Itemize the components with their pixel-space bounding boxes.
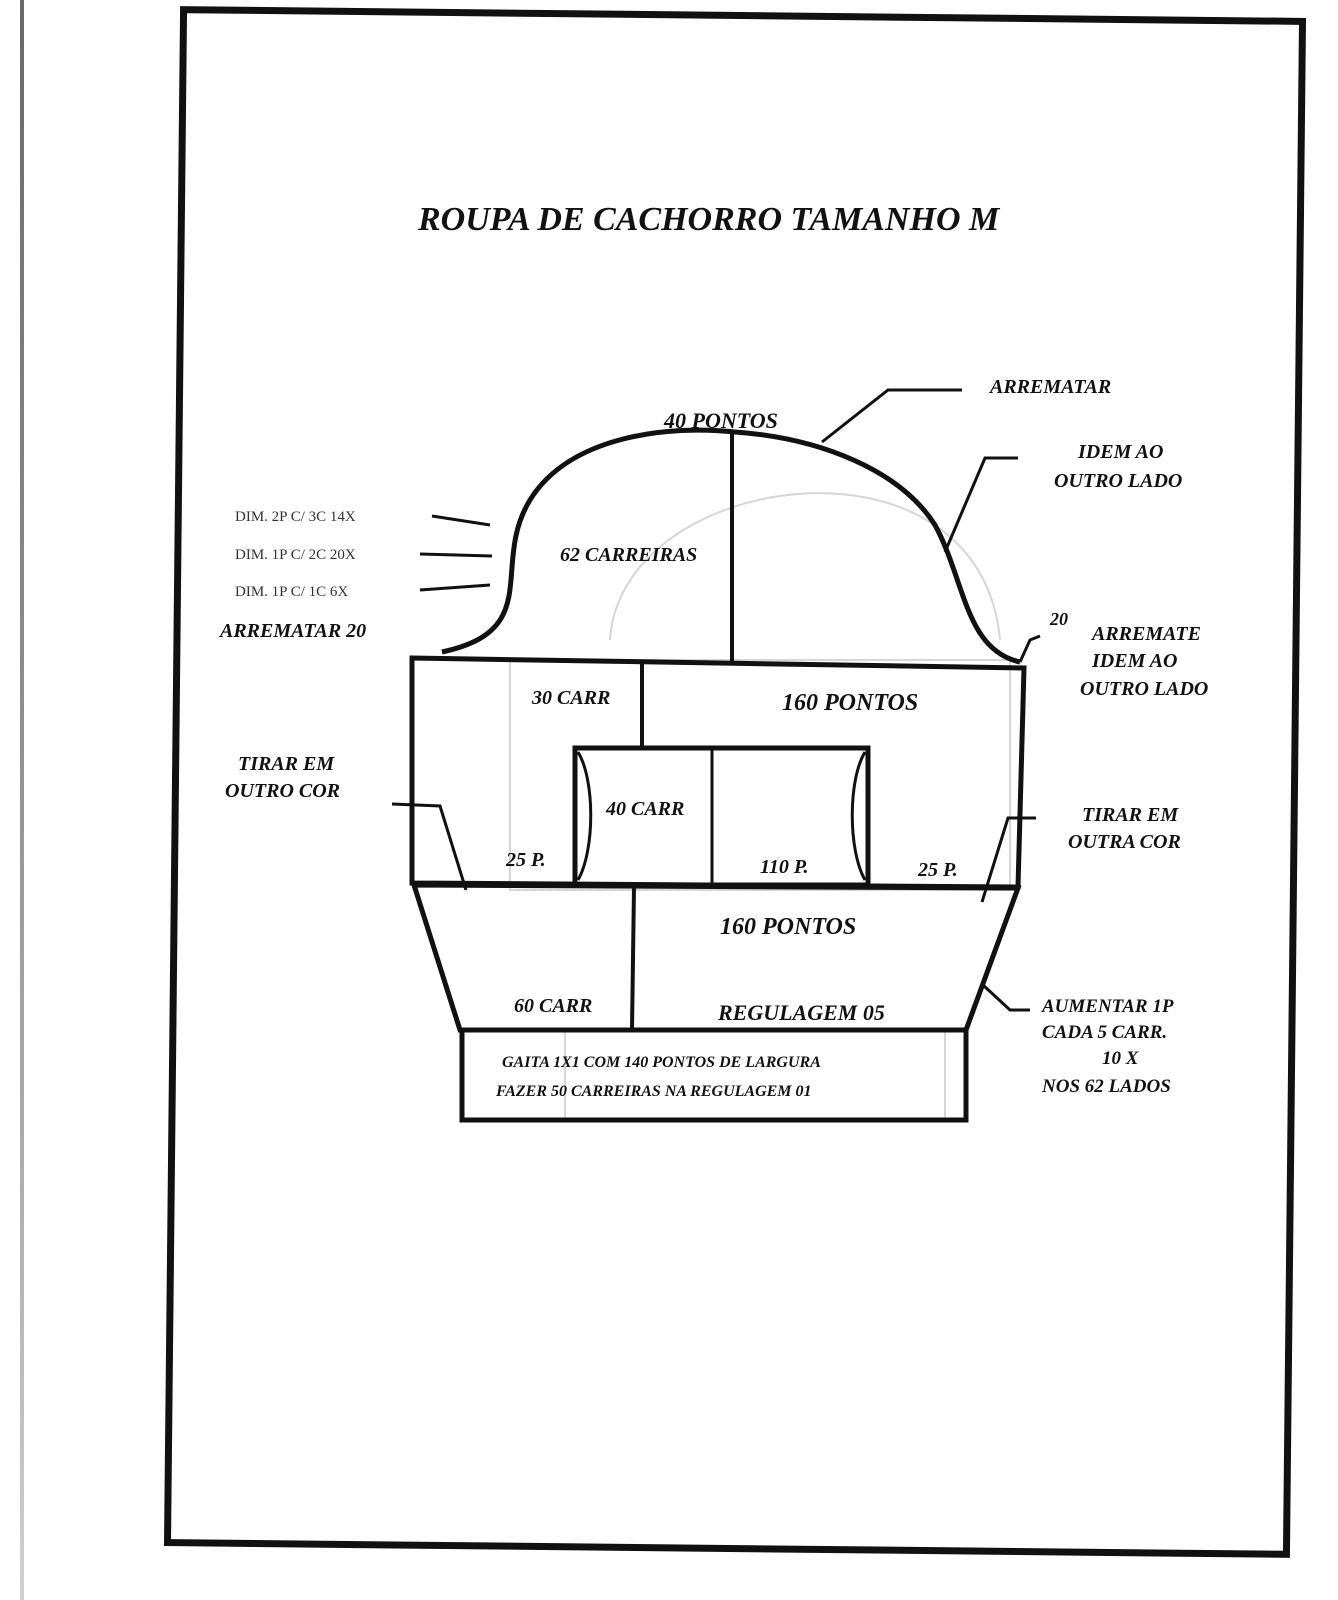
label-62-carreiras: 62 CARREIRAS [560,544,697,566]
bleed-through-ghost [509,492,1011,1121]
label-110p: 110 P. [760,856,809,878]
label-gaita-2: FAZER 50 CARREIRAS NA REGULAGEM 01 [495,1083,812,1100]
diagram-labels: 40 PONTOS ARREMATAR IDEM AO OUTRO LADO D… [218,376,1208,1100]
label-160-pontos-top: 160 PONTOS [782,690,918,716]
label-tirar-left-2: OUTRO COR [225,780,340,802]
dome-outline [441,427,1021,665]
label-30-carr: 30 CARR [531,687,610,709]
label-160-pontos-bottom: 160 PONTOS [720,914,856,940]
label-aumentar-4: NOS 62 LADOS [1041,1076,1171,1097]
arremate-right-leader [1018,634,1041,663]
label-aumentar-1: AUMENTAR 1P [1041,996,1174,1017]
label-40-carr: 40 CARR [605,798,684,820]
label-40-pontos: 40 PONTOS [663,408,778,433]
page-title: ROUPA DE CACHORRO TAMANHO M [417,201,1001,238]
label-idem-line1: IDEM AO [1077,441,1163,463]
label-arremate-3: OUTRO LADO [1080,678,1208,700]
label-25p-left: 25 P. [505,849,546,871]
label-25p-right: 25 P. [917,859,958,881]
lower-section-outline [410,882,1022,1033]
tirar-right-leader [980,816,1036,903]
dim3-leader [419,583,491,592]
label-aumentar-2: CADA 5 CARR. [1042,1022,1167,1043]
label-tirar-right-2: OUTRA COR [1068,831,1181,853]
label-dim-1: DIM. 2P C/ 3C 14X [235,509,356,525]
aumentar-leader [981,983,1030,1012]
label-dim-3: DIM. 1P C/ 1C 6X [235,584,348,600]
label-arrematar-left: ARREMATAR 20 [218,620,366,642]
label-gaita-1: GAITA 1X1 COM 140 PONTOS DE LARGURA [502,1054,821,1071]
leader-lines [391,388,1041,1012]
right-opening-curve [850,751,867,881]
label-20-right: 20 [1049,609,1068,629]
dim1-leader [431,514,491,527]
idem-leader [943,456,1018,553]
label-60-carr: 60 CARR [514,995,592,1017]
label-idem-line2: OUTRO LADO [1054,470,1182,492]
label-regulagem: REGULAGEM 05 [717,1000,885,1025]
label-tirar-left-1: TIRAR EM [238,753,335,775]
label-arremate-2: IDEM AO [1091,650,1177,672]
middle-section-outline [409,655,1027,890]
dim2-leader [419,552,493,558]
label-aumentar-3: 10 X [1102,1048,1140,1069]
label-arrematar-top: ARREMATAR [988,376,1111,398]
label-dim-2: DIM. 1P C/ 2C 20X [235,547,356,563]
rib-band-outline [459,1027,969,1123]
label-tirar-right-1: TIRAR EM [1082,804,1179,826]
tirar-left-leader [391,802,468,891]
label-arremate-1: ARREMATE [1090,623,1201,645]
carr60-divider [630,886,636,1031]
scan-edge-shadow [20,0,24,1600]
left-opening-curve [576,751,593,881]
arrematar-top-leader [821,388,962,444]
